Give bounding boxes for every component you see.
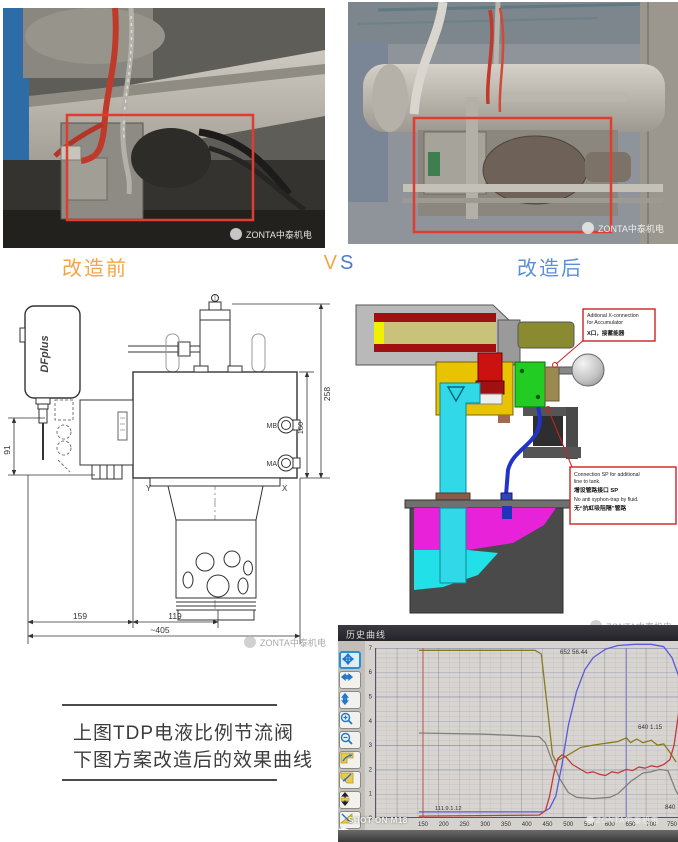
history-chart-plot-area <box>375 648 678 818</box>
screen-bezel <box>338 830 678 842</box>
vs-label: VS <box>300 252 380 275</box>
dim-91: 91 <box>2 445 12 455</box>
screen-titlebar: 历史曲线 <box>338 625 678 641</box>
cursor-readout: 652 56.44 <box>560 649 588 656</box>
y-tick-label: 0 <box>369 816 373 822</box>
port-x-label: X <box>282 484 288 493</box>
baseline-readout: 111.9.1.12 <box>435 806 462 812</box>
accumulator-sphere <box>571 353 605 387</box>
port-y-label: Y <box>146 484 152 493</box>
photo-watermark: ZONTA中泰机电 <box>582 222 664 234</box>
olive-curve <box>418 649 677 763</box>
zoom-out-icon <box>339 731 361 749</box>
x-tick-label: 600 <box>605 822 616 828</box>
hmi-screen-photo: 历史曲线 <box>338 625 678 842</box>
gray-curve <box>418 732 678 800</box>
y-tick-label: 4 <box>369 719 373 725</box>
y-tick-label: 1 <box>369 792 373 798</box>
blue-curve <box>418 643 678 813</box>
scroll-vertical-icon <box>339 691 361 709</box>
x-tick-label: 250 <box>459 822 470 828</box>
x-tick-label: 200 <box>439 822 450 828</box>
dim-258: 258 <box>322 387 332 401</box>
highlight-box-before <box>65 113 255 222</box>
x-tick-label: 500 <box>563 822 574 828</box>
svg-text:无“抗虹吸阻隔”管路: 无“抗虹吸阻隔”管路 <box>573 504 626 512</box>
edge-readout: 840 <box>665 804 676 811</box>
svg-text:ZONTA中泰机电: ZONTA中泰机电 <box>598 223 664 234</box>
caption-bottom-rule <box>62 779 277 781</box>
port-mb-label: MB <box>267 423 278 430</box>
caption-line-1: 上图TDP电液比例节流阀 <box>73 723 295 744</box>
x-tick-label: 550 <box>584 822 595 828</box>
x-tick-label: 650 <box>625 822 636 828</box>
after-label: 改造后 <box>517 258 583 280</box>
y-tick-label: 7 <box>369 646 373 652</box>
cad-retrofit-diagram: Aditional X-connection for Accumulator X… <box>348 295 678 640</box>
zoom-in-icon <box>339 711 361 729</box>
svg-text:ZONTA中泰机电: ZONTA中泰机电 <box>246 229 312 240</box>
photo-after-retrofit: ZONTA中泰机电 <box>348 2 678 244</box>
dim-405: ~405 <box>150 625 169 635</box>
red-curve <box>418 712 678 817</box>
svg-text:No anti syphon-trap by fluid.: No anti syphon-trap by fluid. <box>574 497 639 503</box>
y-tick-label: 5 <box>369 695 373 701</box>
y-tick-label: 6 <box>369 670 373 676</box>
pan-icon <box>339 651 361 669</box>
x-tick-label: 150 <box>418 822 429 828</box>
svg-text:Connection SP for additional: Connection SP for additional <box>574 472 640 478</box>
scroll-horizontal-icon <box>339 671 361 689</box>
svg-text:ZONTA中泰机电: ZONTA中泰机电 <box>260 637 326 648</box>
y-tick-label: 3 <box>369 743 373 749</box>
photo-before-retrofit: ZONTA中泰机电 <box>3 8 325 248</box>
x-tick-label: 300 <box>480 822 491 828</box>
callout-x-connection: Aditional X-connection for Accumulator X… <box>552 308 656 368</box>
callout-sp-connection: Connection SP for additional line to tan… <box>545 406 677 525</box>
port-ma-label: MA <box>267 461 278 468</box>
shot-on-watermark: SHOT ON M18 <box>348 816 408 825</box>
x-tick-label: 700 <box>646 822 657 828</box>
screen-toolbar <box>338 641 365 830</box>
x-tick-label: 750 <box>667 822 678 828</box>
before-label: 改造前 <box>62 258 128 280</box>
svg-text:增设管路接口 SP: 增设管路接口 SP <box>574 486 618 494</box>
curve-prev-icon <box>339 751 361 769</box>
vs-s: S <box>340 252 357 274</box>
red-cable <box>485 9 494 105</box>
watermark-logo-dot <box>586 816 594 824</box>
x-tick-label: 350 <box>501 822 512 828</box>
highlight-box-after <box>412 116 613 234</box>
vs-v: V <box>323 252 340 274</box>
right-readout: 640 1.15 <box>638 724 663 731</box>
drawing-watermark: ZONTA中泰机电 <box>244 636 326 648</box>
valve-technical-drawing: 91 258 160 159 119 ~405 MB MA Y X DFplus… <box>0 292 340 668</box>
svg-text:line to tank.: line to tank. <box>574 479 601 485</box>
curve-next-icon <box>339 771 361 789</box>
svg-text:X口，接蓄能器: X口，接蓄能器 <box>587 329 625 337</box>
x-tick-label: 400 <box>522 822 533 828</box>
dim-160: 160 <box>296 422 305 435</box>
dim-159: 159 <box>73 611 87 621</box>
screen-watermark: ZONTA中泰机电 <box>586 815 659 826</box>
corner-icon <box>339 811 361 829</box>
dim-119: 119 <box>168 611 182 621</box>
screen-title: 历史曲线 <box>346 630 387 640</box>
svg-text:for Accumulator: for Accumulator <box>587 320 623 326</box>
scale-vertical-icon <box>339 791 361 809</box>
photo-watermark: ZONTA中泰机电 <box>230 228 312 240</box>
svg-text:Aditional X-connection: Aditional X-connection <box>587 313 639 319</box>
caption-line-2: 下图方案改造后的效果曲线 <box>73 750 314 771</box>
x-tick-label: 450 <box>542 822 553 828</box>
y-tick-label: 2 <box>369 767 373 773</box>
caption-top-rule <box>62 704 277 706</box>
brand-logo: DFplus <box>39 335 51 372</box>
